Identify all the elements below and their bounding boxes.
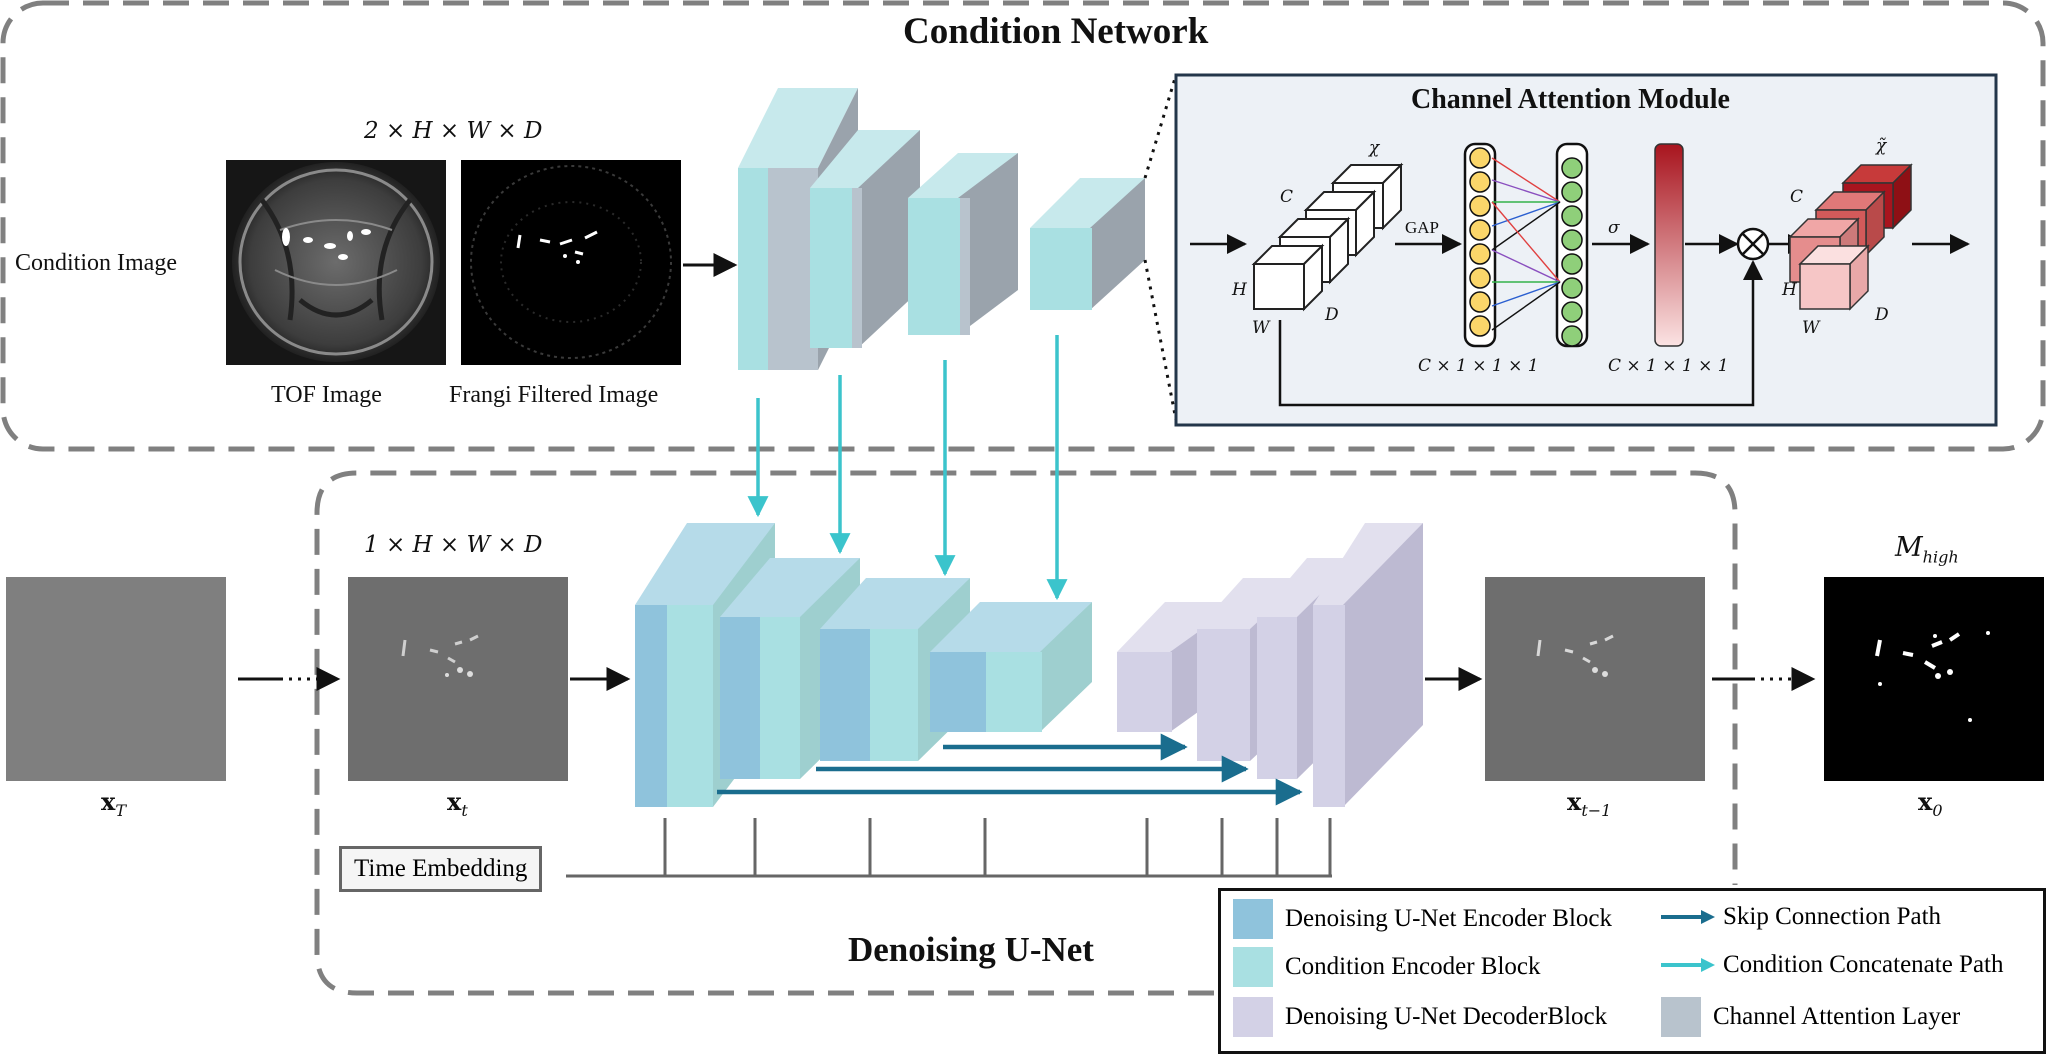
x-t-image <box>348 577 568 781</box>
frangi-filtered-image <box>461 160 681 365</box>
gap-label: GAP <box>1405 218 1440 237</box>
d-label-in: D <box>1325 305 1339 325</box>
denoising-unet-title: Denoising U-Net <box>848 930 1094 969</box>
multiply-operator <box>1736 227 1770 261</box>
chi-label: χ <box>1369 138 1380 158</box>
legend-label-condition: Condition Encoder Block <box>1285 953 1541 980</box>
legend-item-encoder: Denoising U-Net Encoder Block <box>1233 899 1612 939</box>
w-label-in: W <box>1252 318 1270 338</box>
x-t-minus-1-image <box>1485 577 1705 781</box>
legend-label-concat: Condition Concatenate Path <box>1723 951 2004 978</box>
legend-label-encoder: Denoising U-Net Encoder Block <box>1285 905 1613 932</box>
c-label-in: C <box>1280 187 1294 207</box>
legend-swatch-condition <box>1233 947 1273 987</box>
x-t-minus-1-label: xt−1 <box>1567 787 1612 820</box>
skip-arrows <box>717 733 1303 806</box>
skip-arrow-icon <box>1661 910 1715 924</box>
condition-network-title: Condition Network <box>903 11 1209 52</box>
legend-swatch-decoder <box>1233 997 1273 1037</box>
sigma-label: σ <box>1608 218 1620 238</box>
w-label-out: W <box>1802 318 1820 338</box>
output-cube-stack <box>1788 163 1913 311</box>
condition-image-label: Condition Image <box>15 250 177 276</box>
x-0-image <box>1824 577 2044 781</box>
condition-block-3 <box>908 153 1018 335</box>
xt-dims-label: 1 × H × W × D <box>364 532 543 558</box>
legend-item-decoder: Denoising U-Net DecoderBlock <box>1233 997 1607 1037</box>
residual-path <box>1278 260 1763 407</box>
d-label-out: D <box>1875 305 1889 325</box>
condition-network-border <box>0 0 2046 452</box>
time-embedding-connectors <box>566 818 1332 878</box>
sigmoid-bar <box>1654 143 1684 347</box>
x-T-image <box>6 577 226 781</box>
x-T-label: xT <box>101 787 126 820</box>
unet-encoder-block-4 <box>930 602 1092 732</box>
chi-tilde-label: χ̃ <box>1876 136 1887 156</box>
unet-decoder-block-4 <box>1313 523 1423 807</box>
legend-label-skip: Skip Connection Path <box>1723 903 1942 930</box>
legend-swatch-encoder <box>1233 899 1273 939</box>
legend-item-skip: Skip Connection Path <box>1661 903 1941 931</box>
m-high-label: Mhigh <box>1895 532 1959 567</box>
legend-label-decoder: Denoising U-Net DecoderBlock <box>1285 1003 1608 1030</box>
condition-block-2 <box>810 130 920 348</box>
channel-attention-title: Channel Attention Module <box>1411 84 1730 115</box>
condition-block-4 <box>1030 178 1145 310</box>
legend-item-condition: Condition Encoder Block <box>1233 947 1541 987</box>
fc-yellow-nodes <box>1469 147 1491 337</box>
tof-image-label: TOF Image <box>271 382 382 408</box>
h-label-in: H <box>1232 280 1247 300</box>
legend: Denoising U-Net Encoder Block Condition … <box>1218 888 2046 1054</box>
input-cube-stack <box>1251 162 1404 312</box>
concat-arrows <box>747 335 1068 601</box>
sigmoid-dims-label: C × 1 × 1 × 1 <box>1608 356 1729 376</box>
denoising-unet-border <box>314 470 1738 996</box>
condition-dims-label: 2 × H × W × D <box>364 118 543 144</box>
tof-image <box>226 160 446 365</box>
fc-green-nodes <box>1561 157 1583 347</box>
legend-item-attention: Channel Attention Layer <box>1661 997 1960 1037</box>
h-label-out: H <box>1782 280 1797 300</box>
fc-dims-label: C × 1 × 1 × 1 <box>1418 356 1539 376</box>
time-embedding-box: Time Embedding <box>339 846 543 892</box>
concat-arrow-icon <box>1661 958 1715 972</box>
legend-swatch-attention <box>1661 997 1701 1037</box>
legend-label-attention: Channel Attention Layer <box>1713 1003 1961 1030</box>
x-t-label: xt <box>447 787 468 820</box>
fc-connections <box>1491 157 1561 331</box>
x-0-label: x0 <box>1918 787 1943 820</box>
frangi-image-label: Frangi Filtered Image <box>449 382 659 408</box>
c-label-out: C <box>1790 187 1804 207</box>
legend-item-concat: Condition Concatenate Path <box>1661 951 2004 979</box>
